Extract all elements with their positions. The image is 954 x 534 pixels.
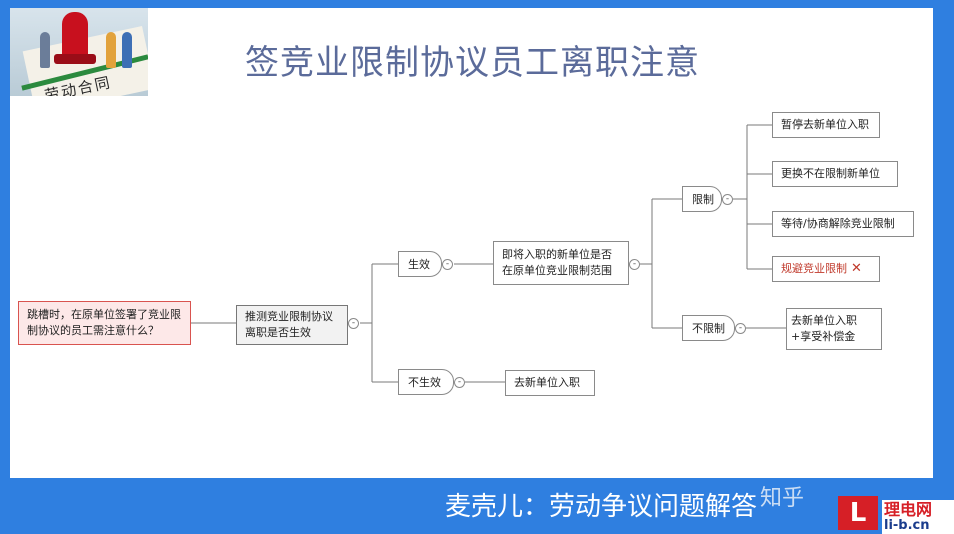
collapse-toggle[interactable]: - (442, 259, 453, 270)
cross-icon: ✕ (851, 261, 862, 276)
watermark: 知乎 (760, 486, 805, 511)
restricted-node[interactable]: 限制 (682, 186, 722, 212)
collapse-toggle[interactable]: - (722, 194, 733, 205)
connector-lines (191, 124, 786, 383)
collapse-toggle[interactable]: - (735, 323, 746, 334)
not-effective-node[interactable]: 不生效 (398, 369, 454, 395)
brand-logo: L (838, 496, 878, 530)
person-figure-icon (122, 32, 132, 68)
option-avoid-restriction-node[interactable]: 规避竞业限制 ✕ (772, 256, 880, 282)
check-scope-node[interactable]: 即将入职的新单位是否在原单位竞业限制范围 (493, 241, 629, 285)
collapse-toggle[interactable]: - (454, 377, 465, 388)
stamp-icon (62, 12, 88, 58)
collapse-toggle[interactable]: - (348, 318, 359, 329)
slide-title: 签竞业限制协议员工离职注意 (245, 43, 700, 83)
person-figure-icon (106, 32, 116, 68)
not-effective-result-node[interactable]: 去新单位入职 (505, 370, 595, 396)
stamp-base (54, 54, 96, 64)
person-figure-icon (40, 32, 50, 68)
brand-box: 理电网 li-b.cn (882, 500, 954, 534)
question-node[interactable]: 推测竞业限制协议离职是否生效 (236, 305, 348, 345)
brand-domain: li-b.cn (884, 518, 930, 533)
option-pause-entry-node[interactable]: 暂停去新单位入职 (772, 112, 880, 138)
slide: 劳动合同 签竞业限制协议员工离职注意 跳槽时，在原单位签署了竞业限制协议的员工需… (10, 8, 933, 478)
option-negotiate-release-node[interactable]: 等待/协商解除竞业限制 (772, 211, 914, 237)
option-change-employer-node[interactable]: 更换不在限制新单位 (772, 161, 898, 187)
root-question-node[interactable]: 跳槽时，在原单位签署了竞业限制协议的员工需注意什么？ (18, 301, 191, 345)
not-restricted-node[interactable]: 不限制 (682, 315, 735, 341)
option-avoid-label: 规避竞业限制 (781, 262, 847, 275)
collapse-toggle[interactable]: - (629, 259, 640, 270)
effective-node[interactable]: 生效 (398, 251, 442, 277)
labor-contract-photo: 劳动合同 (10, 8, 148, 96)
footer-text: 麦壳儿：劳动争议问题解答 (445, 492, 758, 522)
not-restricted-result-node[interactable]: 去新单位入职+享受补偿金 (786, 308, 882, 350)
brand-name: 理电网 (884, 500, 933, 519)
